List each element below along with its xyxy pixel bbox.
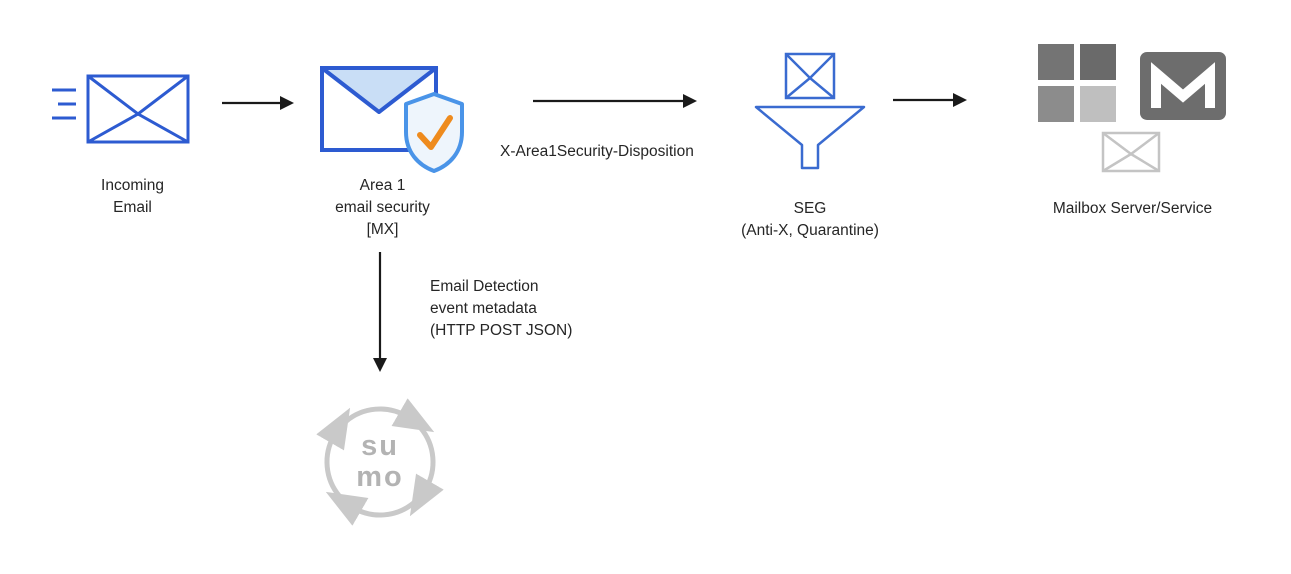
- metadata-label-line1: Email Detection: [430, 278, 539, 295]
- arrow-area1-to-sumo: [373, 252, 387, 372]
- disposition-edge-label: X-Area1Security-Disposition: [500, 143, 694, 160]
- gmail-icon: [1140, 52, 1226, 120]
- sumo-wordmark-line2: mo: [356, 461, 404, 493]
- seg-label-line2: (Anti-X, Quarantine): [741, 222, 879, 239]
- area1-label: Area 1 email security [MX]: [300, 175, 465, 241]
- metadata-label-line3: (HTTP POST JSON): [430, 322, 573, 339]
- area1-label-line3: [MX]: [366, 221, 399, 238]
- incoming-email-icon: [52, 74, 190, 144]
- area1-label-line1: Area 1: [359, 177, 406, 194]
- metadata-edge-label: Email Detection event metadata (HTTP POS…: [430, 276, 650, 342]
- sumo-logic-logo-icon: [316, 398, 444, 526]
- seg-label-line1: SEG: [793, 200, 827, 217]
- sumo-wordmark-line1: su: [361, 430, 399, 462]
- security-shield-check-icon: [404, 92, 464, 173]
- seg-label: SEG (Anti-X, Quarantine): [710, 198, 910, 242]
- arrow-incoming-to-area1: [222, 96, 294, 110]
- mailbox-label: Mailbox Server/Service: [1052, 200, 1213, 217]
- sumo-logic-wordmark: su mo: [308, 431, 452, 493]
- incoming-email-label-line1: Incoming: [101, 177, 164, 194]
- incoming-email-label: Incoming Email: [60, 175, 205, 219]
- area1-label-line2: email security: [335, 199, 430, 216]
- microsoft-logo-icon: [1038, 44, 1116, 122]
- seg-filter-icon: [754, 52, 866, 170]
- generic-mail-icon: [1101, 131, 1161, 173]
- arrow-seg-to-mailbox: [893, 93, 967, 107]
- incoming-email-label-line2: Email: [113, 199, 152, 216]
- arrow-area1-to-seg: [533, 94, 697, 108]
- metadata-label-line2: event metadata: [430, 300, 537, 317]
